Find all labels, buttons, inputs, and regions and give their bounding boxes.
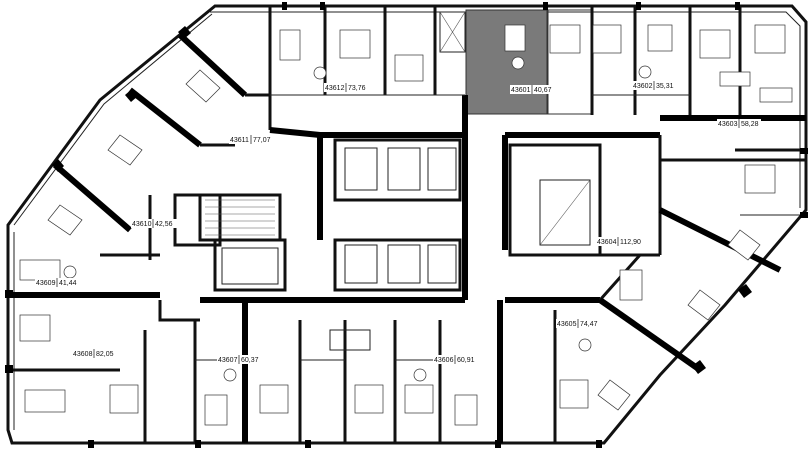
apartment-id: 43611 [230,137,249,144]
apartment-id: 43603 [718,121,738,128]
apartment-id: 43605 [557,321,577,328]
apartment-area: 40,67 [534,87,552,94]
apartment-area: 74,47 [580,321,598,328]
corridor-walls [158,95,662,322]
elevator-core [173,138,602,292]
apartment-id: 43607 [218,357,238,364]
apartment-id: 43608 [73,351,93,358]
apartment-area: 73,76 [348,85,366,92]
apartment-id: 43610 [132,221,152,228]
apartment-id: 43604 [597,239,617,246]
apartment-label-43611[interactable]: 43611 77,07 [229,135,275,144]
right-partitions [598,148,806,373]
apartment-area: 60,91 [457,357,475,364]
building-outline [6,4,808,445]
apartment-area: 42,56 [155,221,173,228]
apartment-area: 77,07 [253,137,271,144]
apartment-id: 43602 [633,83,653,90]
top-partitions [268,6,806,138]
apartment-id: 43612 [325,85,345,92]
apartment-area: 112,90 [620,239,641,246]
apartment-area: 60,37 [241,357,259,364]
apartment-area: 41,44 [59,280,77,287]
stair-left [198,193,282,242]
column-markers [5,2,808,448]
apartment-area: 35,31 [656,83,674,90]
bottom-partitions [143,300,557,443]
left-partitions [12,32,270,372]
apartment-id: 43606 [434,357,454,364]
apartment-area: 58,28 [741,121,759,128]
furniture [19,24,793,426]
apartment-area: 82,05 [96,351,114,358]
apartment-id: 43601 [511,87,531,94]
apartment-id: 43609 [36,280,56,287]
